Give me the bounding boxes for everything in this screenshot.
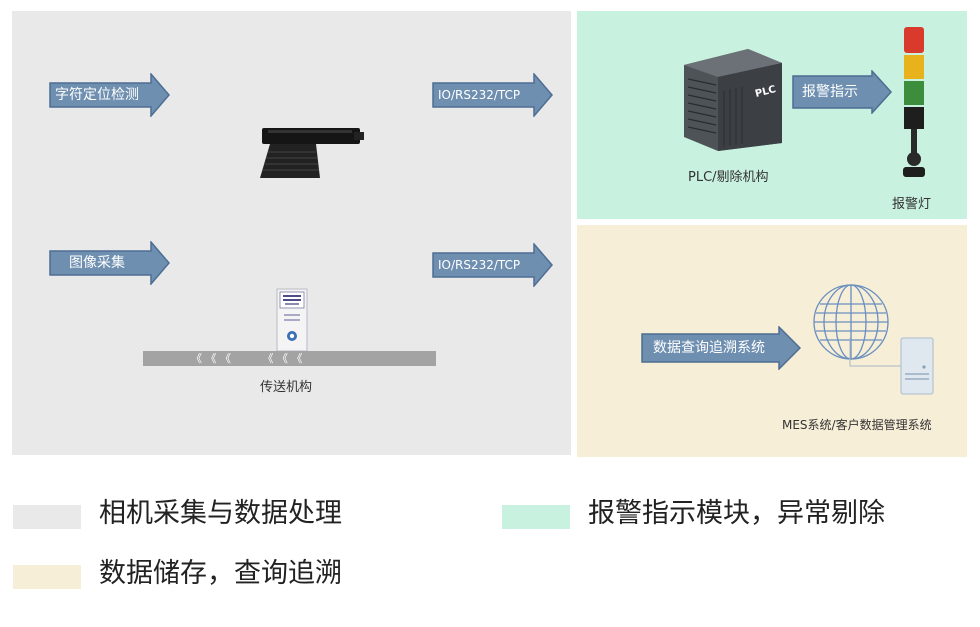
image-capture-arrow: 图像采集	[49, 241, 170, 285]
legend-label-camera: 相机采集与数据处理	[99, 498, 342, 529]
server-icon	[900, 337, 934, 395]
query-system-label: 数据查询追溯系统	[653, 340, 765, 356]
globe-icon	[813, 284, 889, 360]
conveyor-label: 传送机构	[260, 380, 313, 395]
plc-label: PLC/剔除机构	[688, 170, 769, 185]
query-system-arrow: 数据查询追溯系统	[641, 326, 801, 370]
legend-swatch-data	[13, 565, 81, 589]
alarm-indication-label: 报警指示	[802, 84, 858, 100]
char-detect-label: 字符定位检测	[55, 87, 139, 103]
conveyor-belt: 《 《 《 《 《 《	[143, 351, 436, 366]
conveyor-chevrons: 《 《 《 《 《 《	[191, 352, 303, 365]
io-label-top: IO/RS232/TCP	[438, 88, 521, 102]
camera-icon	[260, 128, 364, 178]
legend-swatch-alarm	[502, 505, 570, 529]
char-detect-arrow: 字符定位检测	[49, 73, 170, 117]
io-label-bottom: IO/RS232/TCP	[438, 258, 521, 272]
io-arrow-bottom: IO/RS232/TCP	[432, 243, 553, 287]
legend-label-alarm: 报警指示模块，异常剔除	[588, 498, 885, 529]
alarm-indication-arrow: 报警指示	[792, 70, 892, 114]
plc-device-icon: PLC	[684, 49, 782, 151]
alarm-light-label: 报警灯	[892, 197, 932, 212]
mes-label: MES系统/客户数据管理系统	[782, 418, 932, 432]
io-arrow-top: IO/RS232/TCP	[432, 73, 553, 117]
plc-device-text: PLC	[754, 84, 777, 100]
image-capture-label: 图像采集	[69, 255, 125, 271]
alarm-light-icon	[903, 27, 925, 177]
connector-line	[849, 338, 902, 367]
legend-label-data: 数据储存，查询追溯	[99, 558, 342, 589]
legend-swatch-camera	[13, 505, 81, 529]
product-box-icon	[276, 288, 308, 352]
